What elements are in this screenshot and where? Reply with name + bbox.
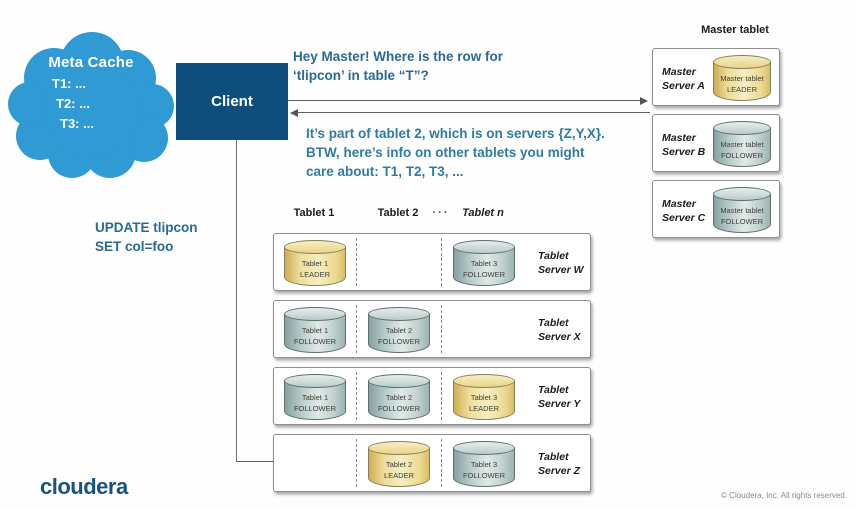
tablet-3-follower-cylinder-icon: Tablet 3 FOLLOWER xyxy=(453,240,515,286)
tablet-2-follower-cylinder-icon: Tablet 2 FOLLOWER xyxy=(368,374,430,420)
request-arrowhead-icon xyxy=(640,96,648,105)
tablet-2-follower-cylinder-icon: Tablet 2 FOLLOWER xyxy=(368,307,430,353)
tablet-cylinder-label: Tablet 1 FOLLOWER xyxy=(293,326,337,346)
request-arrow-line xyxy=(288,100,640,101)
master-tablet-title: Master tablet xyxy=(701,24,769,36)
column-separator xyxy=(356,372,357,420)
column-separator xyxy=(441,305,442,353)
tablet-cylinder-label: Tablet 3 FOLLOWER xyxy=(462,460,506,480)
cloud-icon xyxy=(8,32,174,178)
master-tablet-follower-label: Master tablet FOLLOWER xyxy=(720,140,764,160)
master-tablet-follower-cylinder-icon: Master tablet FOLLOWER xyxy=(713,187,771,233)
client-label: Client xyxy=(211,93,253,110)
tablet-server-y-box: Tablet 1 FOLLOWER Tablet 2 FOLLOWER Tabl… xyxy=(273,367,591,425)
tablet-server-x-box: Tablet 1 FOLLOWER Tablet 2 FOLLOWER Tabl… xyxy=(273,300,591,358)
tablet-cylinder-label: Tablet 1 FOLLOWER xyxy=(293,393,337,413)
tablet-server-z-box: Tablet 2 LEADER Tablet 3 FOLLOWER Tablet… xyxy=(273,434,591,492)
tablet-cylinder-label: Tablet 3 LEADER xyxy=(468,393,499,413)
column-separator xyxy=(441,372,442,420)
master-server-a-box: Master Server A Master tablet LEADER xyxy=(652,48,780,106)
tablet-server-w-box: Tablet 1 LEADER Tablet 3 FOLLOWER Tablet… xyxy=(273,233,591,291)
meta-cache-entry-t3: T3: ... xyxy=(60,116,94,131)
tablet-1-leader-cylinder-icon: Tablet 1 LEADER xyxy=(284,240,346,286)
master-tablet-leader-cylinder-icon: Master tablet LEADER xyxy=(713,55,771,101)
column-separator xyxy=(441,238,442,286)
tablet-server-w-name: Tablet Server W xyxy=(538,250,584,277)
copyright-text: © Cloudera, Inc. All rights reserved. xyxy=(721,491,847,500)
response-arrowhead-icon xyxy=(290,108,298,117)
master-tablet-follower-cylinder-icon: Master tablet FOLLOWER xyxy=(713,121,771,167)
tablet-cylinder-label: Tablet 1 LEADER xyxy=(299,259,330,279)
client-box: Client xyxy=(176,63,288,140)
tablet-cylinder-label: Tablet 2 LEADER xyxy=(383,460,414,480)
request-message: Hey Master! Where is the row for ‘tlipco… xyxy=(293,49,504,84)
master-server-b-box: Master Server B Master tablet FOLLOWER xyxy=(652,114,780,172)
column-separator xyxy=(356,305,357,353)
column-header-tablet-1: Tablet 1 xyxy=(293,207,335,219)
master-server-b-name: Master Server B xyxy=(662,132,706,159)
tablet-server-x-name: Tablet Server X xyxy=(538,317,581,344)
tablet-cylinder-label: Tablet 2 FOLLOWER xyxy=(377,393,421,413)
tablet-3-leader-cylinder-icon: Tablet 3 LEADER xyxy=(453,374,515,420)
master-tablet-follower-label: Master tablet FOLLOWER xyxy=(720,206,764,226)
column-separator xyxy=(356,238,357,286)
tablet-server-y-name: Tablet Server Y xyxy=(538,384,581,411)
column-header-tablet-n: Tablet n xyxy=(462,207,504,219)
column-separator xyxy=(441,439,442,487)
master-server-c-name: Master Server C xyxy=(662,198,706,225)
update-statement: UPDATE tlipcon SET col=foo xyxy=(95,220,198,255)
meta-cache-entry-t1: T1: ... xyxy=(52,76,86,91)
update-path-vertical-line xyxy=(236,140,237,461)
tablet-cylinder-label: Tablet 2 FOLLOWER xyxy=(377,326,421,346)
meta-cache-title: Meta Cache xyxy=(48,54,134,71)
tablet-cylinder-label: Tablet 3 FOLLOWER xyxy=(462,259,506,279)
cloudera-logo: cloudera xyxy=(40,474,128,499)
master-tablet-leader-label: Master tablet LEADER xyxy=(720,74,764,94)
meta-cache-entry-t2: T2: ... xyxy=(56,96,90,111)
master-server-c-box: Master Server C Master tablet FOLLOWER xyxy=(652,180,780,238)
column-separator xyxy=(356,439,357,487)
response-message: It’s part of tablet 2, which is on serve… xyxy=(306,126,605,180)
master-server-a-name: Master Server A xyxy=(662,66,705,93)
tablet-1-follower-cylinder-icon: Tablet 1 FOLLOWER xyxy=(284,307,346,353)
tablet-2-leader-cylinder-icon: Tablet 2 LEADER xyxy=(368,441,430,487)
column-header-tablet-2: Tablet 2 xyxy=(377,207,419,219)
response-arrow-line xyxy=(298,112,650,113)
column-header-ellipsis: ··· xyxy=(432,207,450,219)
tablet-1-follower-cylinder-icon: Tablet 1 FOLLOWER xyxy=(284,374,346,420)
tablet-3-follower-cylinder-icon: Tablet 3 FOLLOWER xyxy=(453,441,515,487)
meta-cache-text: Meta Cache T1: ... T2: ... T3: ... xyxy=(26,54,156,131)
meta-cache-cloud: Meta Cache T1: ... T2: ... T3: ... xyxy=(6,26,176,182)
tablet-server-z-name: Tablet Server Z xyxy=(538,451,581,478)
